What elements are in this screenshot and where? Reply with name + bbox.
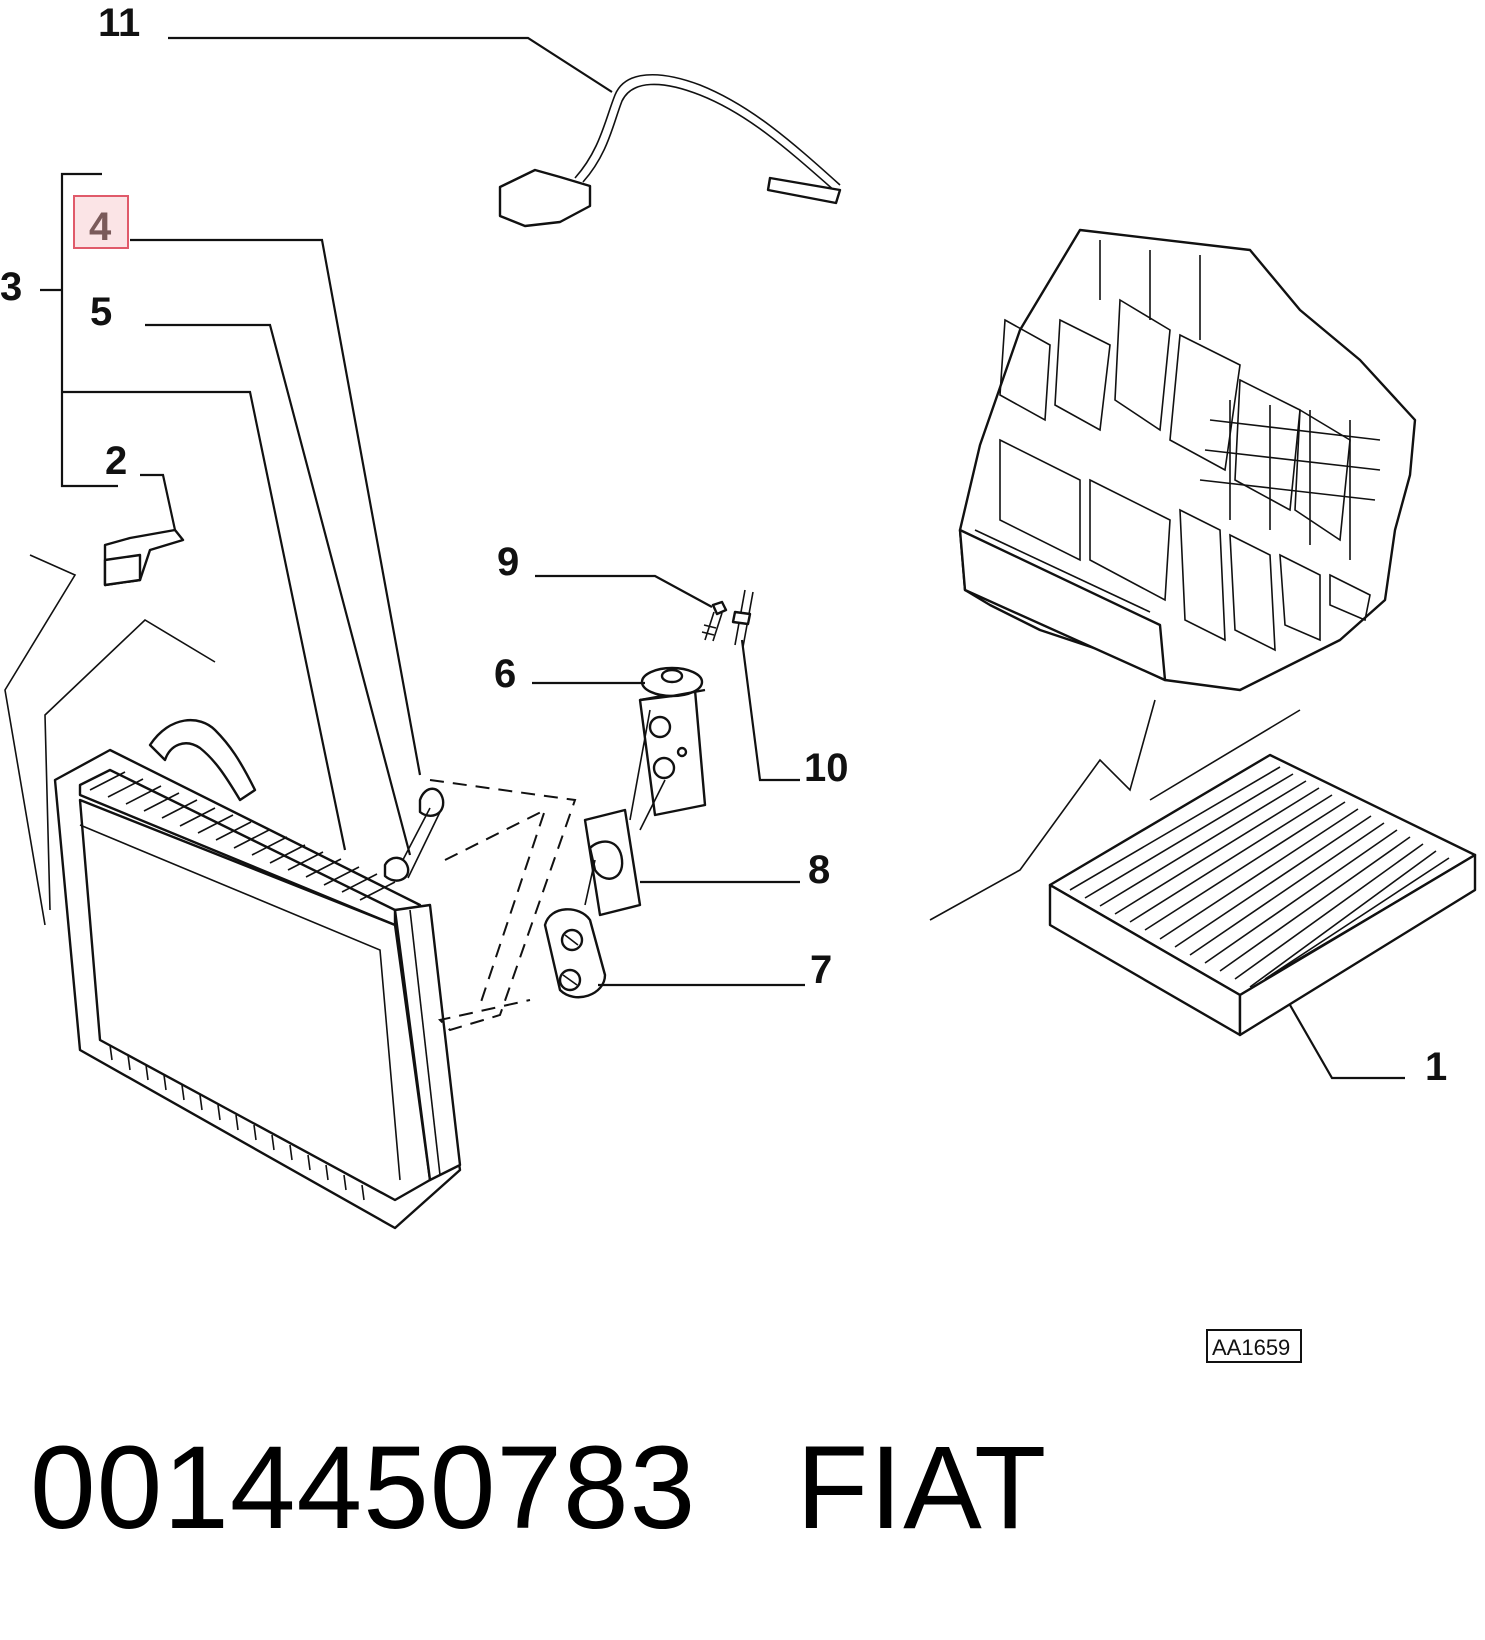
callout-labels: 11 3 4 5 2 9 6 10 8 7 1 [0,1,1447,1089]
part-8-bracket[interactable] [583,808,642,917]
callout-8[interactable]: 8 [808,848,830,892]
evaporator-core[interactable] [4,554,462,1230]
part-1-cabin-filter[interactable] [1048,753,1477,1037]
part-info-footer: 0014450783 FIAT [30,1420,1147,1556]
callout-7[interactable]: 7 [810,948,832,992]
brand-name: FIAT [796,1422,1048,1554]
callout-4-highlight [73,195,129,249]
leader-lines [40,36,1405,1080]
evaporator-pipes [383,779,577,1032]
blower-housing[interactable] [929,228,1417,921]
part-10-pin[interactable] [731,589,754,648]
callout-4[interactable]: 4 [89,205,112,249]
drawing-code: AA1659 [1212,1335,1290,1360]
part-2-clip[interactable] [103,528,185,587]
callout-5[interactable]: 5 [90,290,112,334]
drawing-code-box: AA1659 [1206,1329,1302,1363]
callout-6[interactable]: 6 [494,652,516,696]
callout-1[interactable]: 1 [1425,1045,1447,1089]
callout-9[interactable]: 9 [497,540,519,584]
callout-2[interactable]: 2 [105,439,127,483]
part-6-expansion-valve[interactable] [629,666,707,831]
part-11-temperature-sensor[interactable] [498,73,842,228]
callout-3[interactable]: 3 [0,265,22,309]
part-number: 0014450783 [30,1422,697,1554]
part-7-gasket-plate[interactable] [543,908,607,999]
callout-10[interactable]: 10 [804,746,849,790]
callout-11[interactable]: 11 [98,1,140,45]
part-9-screw[interactable] [701,600,728,642]
